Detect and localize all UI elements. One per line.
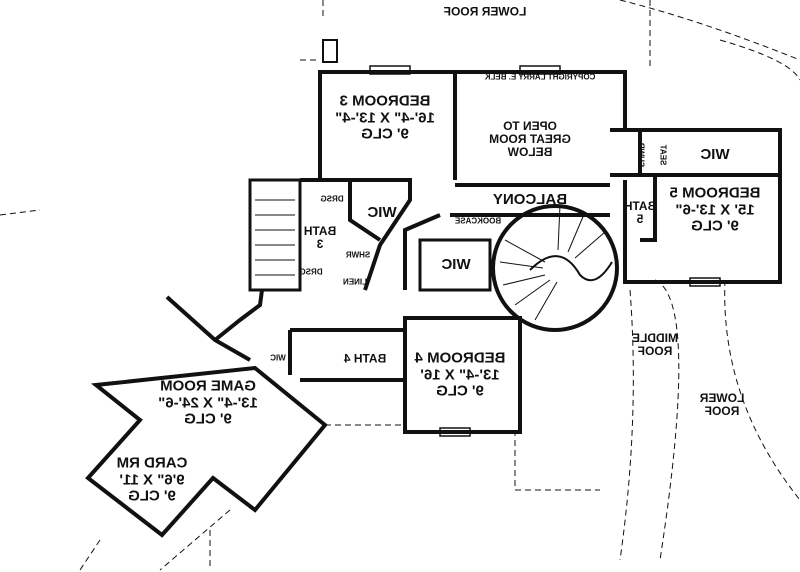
linen-label: LINEN xyxy=(343,277,367,287)
wic4-label: WIC xyxy=(270,353,286,363)
open-to-line3: BELOW xyxy=(507,145,553,160)
bedroom5-name: BEDROOM 5 xyxy=(669,184,761,202)
drsg-label-b: DRSG xyxy=(299,267,323,277)
card-room-label: CARD RM 9'6" X 11' 9' CLG xyxy=(116,454,188,505)
card-room-ceiling: 9' CLG xyxy=(128,487,176,505)
bedroom4-ceiling: 9' CLG xyxy=(436,382,484,400)
bedroom4-name: BEDROOM 4 xyxy=(414,349,506,367)
bedroom5-ceiling: 9' CLG xyxy=(691,217,739,235)
bath5-label: BATH 5 xyxy=(624,199,656,226)
wic3-label: WIC xyxy=(367,203,397,221)
shwr3-label: SHWR xyxy=(345,250,371,260)
game-room-label: GAME ROOM 13'-4" X 24'-6" 9' CLG xyxy=(158,377,258,428)
window-marks xyxy=(369,65,721,437)
bedroom3-ceiling: 9' CLG xyxy=(361,125,409,143)
game-room-size: 13'-4" X 24'-6" xyxy=(158,393,258,411)
bookcase-label: BOOKCASE xyxy=(454,216,502,226)
bedroom5-size: 15' X 13'-6" xyxy=(675,200,755,218)
lower-roof-right-line2: ROOF xyxy=(704,404,740,418)
lower-roof-right-label: LOWER ROOF xyxy=(700,391,745,418)
bedroom5-wic-label: WIC xyxy=(700,145,730,163)
middle-roof-line2: ROOF xyxy=(637,344,673,358)
drsg-label-a: DRSG xyxy=(320,194,344,204)
copyright-text: COPYRIGHT LARRY E. BELK xyxy=(484,72,596,82)
open-to-great-room-label: OPEN TO GREAT ROOM BELOW xyxy=(489,119,571,160)
game-room-ceiling: 9' CLG xyxy=(184,410,232,428)
bath4-label: BATH 4 xyxy=(343,351,387,366)
bedroom5-label: BEDROOM 5 15' X 13'-6" 9' CLG xyxy=(669,184,761,235)
bath3-label: BATH 3 xyxy=(304,224,336,251)
game-room-name: GAME ROOM xyxy=(160,377,256,395)
bedroom4-label: BEDROOM 4 13'-4" X 16' 9' CLG xyxy=(414,349,506,400)
center-wic-label: WIC xyxy=(441,255,471,273)
card-room-size: 9'6" X 11' xyxy=(119,470,185,488)
left-stair-treads xyxy=(255,199,295,276)
card-room-name: CARD RM xyxy=(116,454,188,472)
bath5-line2: 5 xyxy=(636,212,644,226)
walls xyxy=(85,39,782,538)
bedroom5-shwr-label: SHWR xyxy=(636,142,646,168)
bedroom5-seat-label: SEAT xyxy=(658,144,668,166)
bedroom4-size: 13'-4" X 16' xyxy=(420,365,500,383)
lower-roof-top-label: LOWER ROOF xyxy=(443,4,527,19)
balcony-label: BALCONY xyxy=(492,190,568,208)
bedroom3-size: 16'-4" X 13'-4" xyxy=(335,108,435,126)
bedroom3-name: BEDROOM 3 xyxy=(339,92,431,110)
bedroom3-label: BEDROOM 3 16'-4" X 13'-4" 9' CLG xyxy=(335,92,435,143)
bath3-line2: 3 xyxy=(316,237,324,251)
middle-roof-label: MIDDLE ROOF xyxy=(632,331,678,358)
spiral-treads xyxy=(499,204,613,321)
